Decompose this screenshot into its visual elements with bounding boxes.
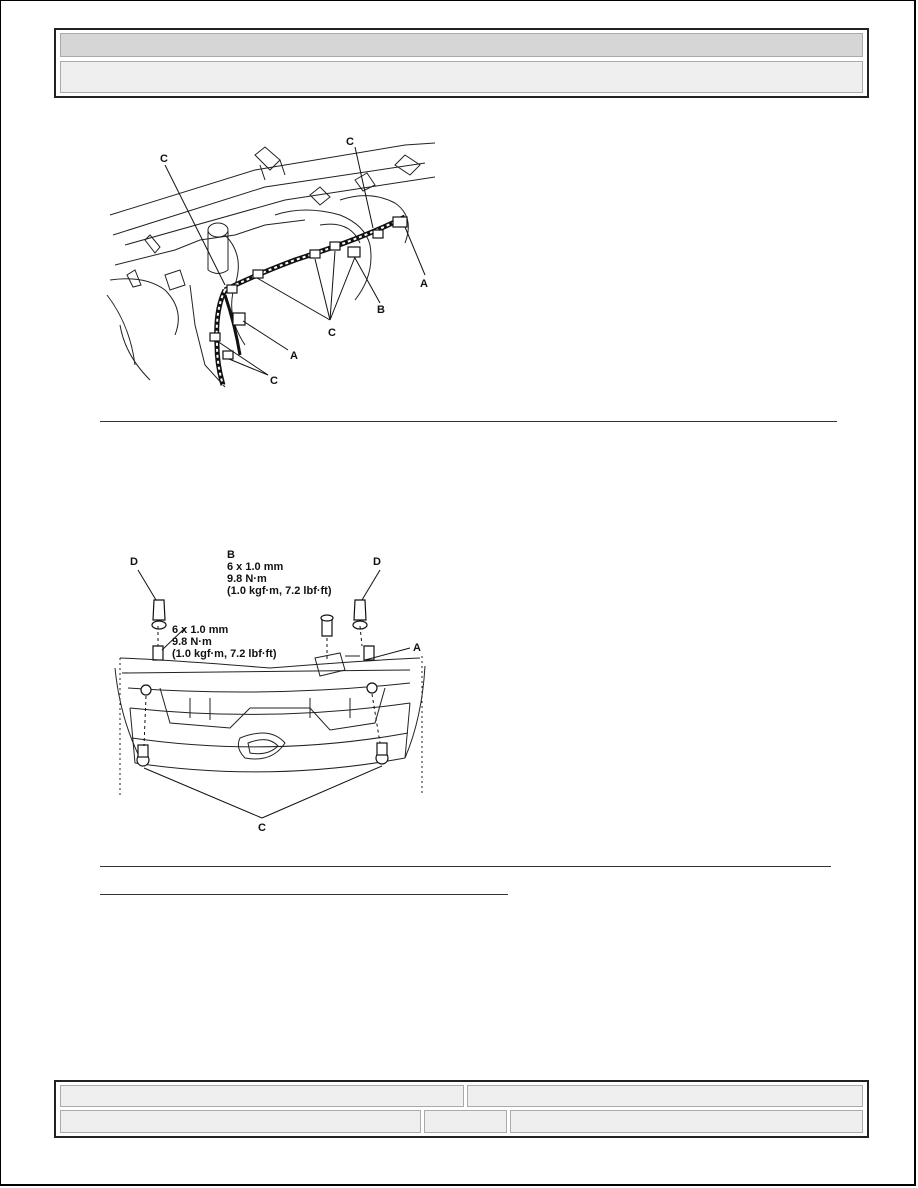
callout-a-right: A (420, 278, 428, 290)
divider-rule-1 (100, 421, 837, 422)
callout-c-mid: C (328, 327, 336, 339)
callout-b: B (377, 304, 385, 316)
footer-cell-1 (60, 1085, 464, 1107)
callout-d-left: D (130, 556, 138, 568)
document-header (54, 28, 869, 98)
bolt-size-left: 6 x 1.0 mm (172, 624, 228, 636)
bolt-b-torque-alt: (1.0 kgf·m, 7.2 lbf·ft) (227, 585, 332, 597)
divider-rule-2 (100, 866, 831, 867)
footer-cell-5 (510, 1110, 863, 1133)
bolt-b-torque: 9.8 N·m (227, 573, 267, 585)
header-subtitle-bar (60, 61, 863, 93)
harness-routing-illustration: C C A B C A C (106, 136, 435, 388)
grille-mounting-illustration: D D B 6 x 1.0 mm 9.8 N·m (1.0 kgf·m, 7.2… (114, 549, 426, 834)
grille-mounting-figure: D D B 6 x 1.0 mm 9.8 N·m (1.0 kgf·m, 7.2… (110, 548, 435, 838)
bolt-b-size: 6 x 1.0 mm (227, 561, 283, 573)
header-title-bar (60, 33, 863, 57)
callout-c-bottom: C (270, 375, 278, 387)
divider-rule-3 (100, 894, 508, 895)
callout-a: A (413, 642, 421, 654)
callout-b-label: B (227, 549, 235, 561)
footer-cell-3 (60, 1110, 421, 1133)
callout-c-top-right: C (346, 136, 354, 148)
callout-c: C (258, 822, 266, 834)
callout-d-right: D (373, 556, 381, 568)
document-footer (54, 1080, 869, 1138)
footer-cell-2 (467, 1085, 863, 1107)
bolt-torque-left: 9.8 N·m (172, 636, 212, 648)
callout-c-top-left: C (160, 153, 168, 165)
harness-routing-figure: C C A B C A C (105, 125, 435, 395)
footer-cell-4 (424, 1110, 507, 1133)
bolt-torque-alt-left: (1.0 kgf·m, 7.2 lbf·ft) (172, 648, 277, 660)
callout-a-lower: A (290, 350, 298, 362)
